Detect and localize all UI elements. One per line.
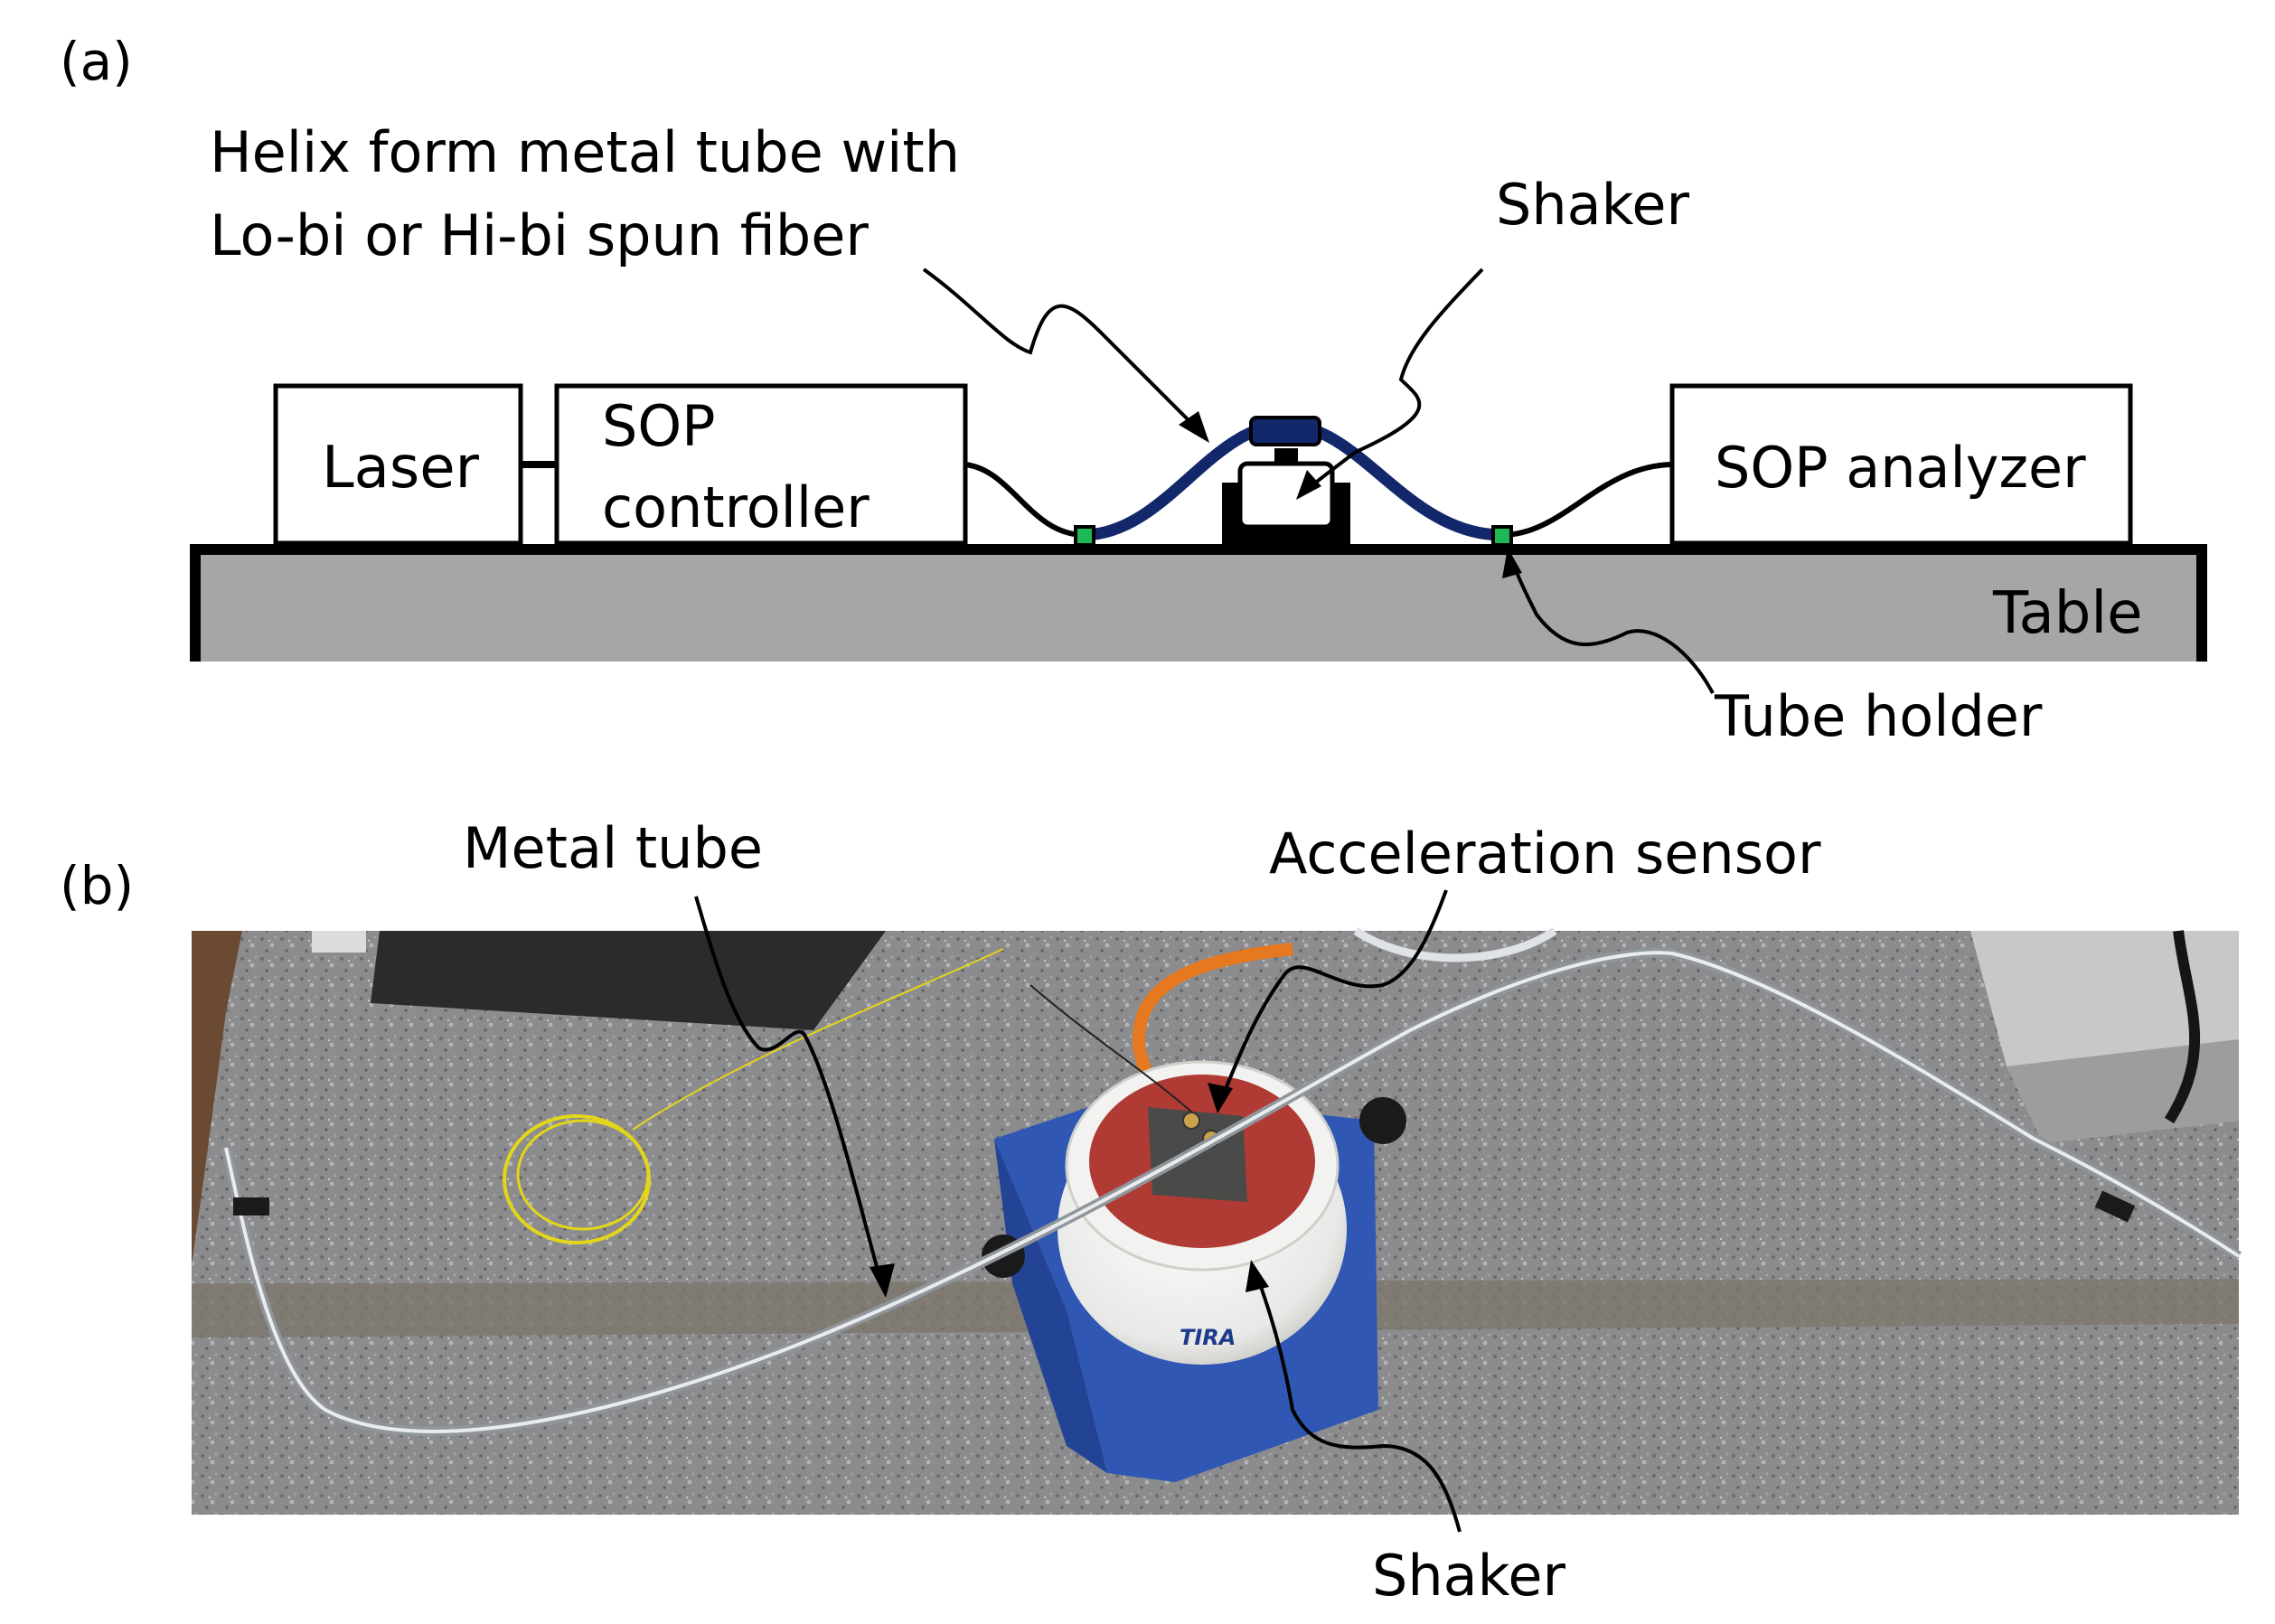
tube-holder-right	[1491, 525, 1513, 547]
shaker-arrowhead-b	[1246, 1260, 1269, 1292]
shaker-arrow-a	[1302, 268, 1484, 494]
shaker-body-a	[1237, 461, 1335, 530]
helix-arrow	[922, 268, 1204, 436]
acceleration-sensor-label: Acceleration sensor	[1269, 821, 1821, 887]
metal-tube-highlight	[224, 951, 2241, 1433]
sop-analyzer-label: SOP analyzer	[1715, 435, 2086, 501]
tube-holder-arrowhead	[1502, 548, 1522, 578]
sop-controller-label-line1: SOP	[602, 393, 716, 459]
sensor-arrow	[1220, 889, 1448, 1099]
tube-holder-left	[1074, 525, 1095, 547]
sensor-arrowhead	[1208, 1083, 1233, 1113]
white-cable	[1353, 927, 1557, 962]
shaker-arrowhead-a	[1296, 470, 1321, 500]
panel-a: (a) Helix form metal tube with Lo-bi or …	[60, 31, 2207, 749]
acceleration-sensor	[1182, 1112, 1200, 1130]
panel-b: (b) TIRA	[60, 815, 2242, 1609]
sop-controller-box	[554, 383, 968, 546]
tube-holder-label: Tube holder	[1714, 683, 2043, 749]
shaker-rod	[1274, 448, 1298, 465]
table-outline	[190, 544, 2207, 662]
panel-b-label: (b)	[60, 855, 134, 916]
table-label: Table	[1992, 580, 2143, 647]
shaker-label-b: Shaker	[1372, 1543, 1565, 1609]
wooden-edge	[192, 931, 242, 1265]
tube-holder-arrow	[1509, 558, 1715, 694]
metal-tube-label: Metal tube	[463, 815, 763, 881]
knob-right	[1359, 1097, 1406, 1144]
yellow-fiber-coil-inner	[516, 1119, 650, 1231]
sop-controller-label-line2: controller	[602, 474, 870, 540]
shaker-brand-text: TIRA	[1180, 1325, 1236, 1350]
tube-holder-photo-left	[233, 1197, 269, 1216]
tube-holder-photo-right	[2094, 1190, 2136, 1223]
metal-tube-arrow	[694, 896, 883, 1284]
helix-arrowhead	[1179, 411, 1209, 443]
metal-tube-arrowhead	[870, 1263, 895, 1298]
table	[195, 546, 2202, 662]
sensor-cable	[1029, 984, 1192, 1112]
laser-label: Laser	[322, 435, 480, 502]
fiber-lead-left	[964, 462, 1086, 538]
black-device	[371, 931, 886, 1030]
fiber-lead-right	[1501, 462, 1673, 538]
black-cable	[2164, 930, 2201, 1124]
helix-tube-label-line2: Lo-bi or Hi-bi spun fiber	[210, 202, 869, 268]
shaker-clamp	[1249, 416, 1321, 446]
grey-instrument-front	[2007, 1039, 2239, 1143]
helix-tube-label-line1: Helix form metal tube with	[210, 119, 960, 185]
yellow-fiber-lead	[632, 948, 1004, 1131]
shaker-stand-side	[994, 1139, 1107, 1473]
shaker-label-a: Shaker	[1496, 172, 1689, 238]
panel-a-label: (a)	[60, 31, 133, 92]
white-connector	[312, 931, 366, 953]
shaker-arrow-b	[1255, 1273, 1462, 1533]
